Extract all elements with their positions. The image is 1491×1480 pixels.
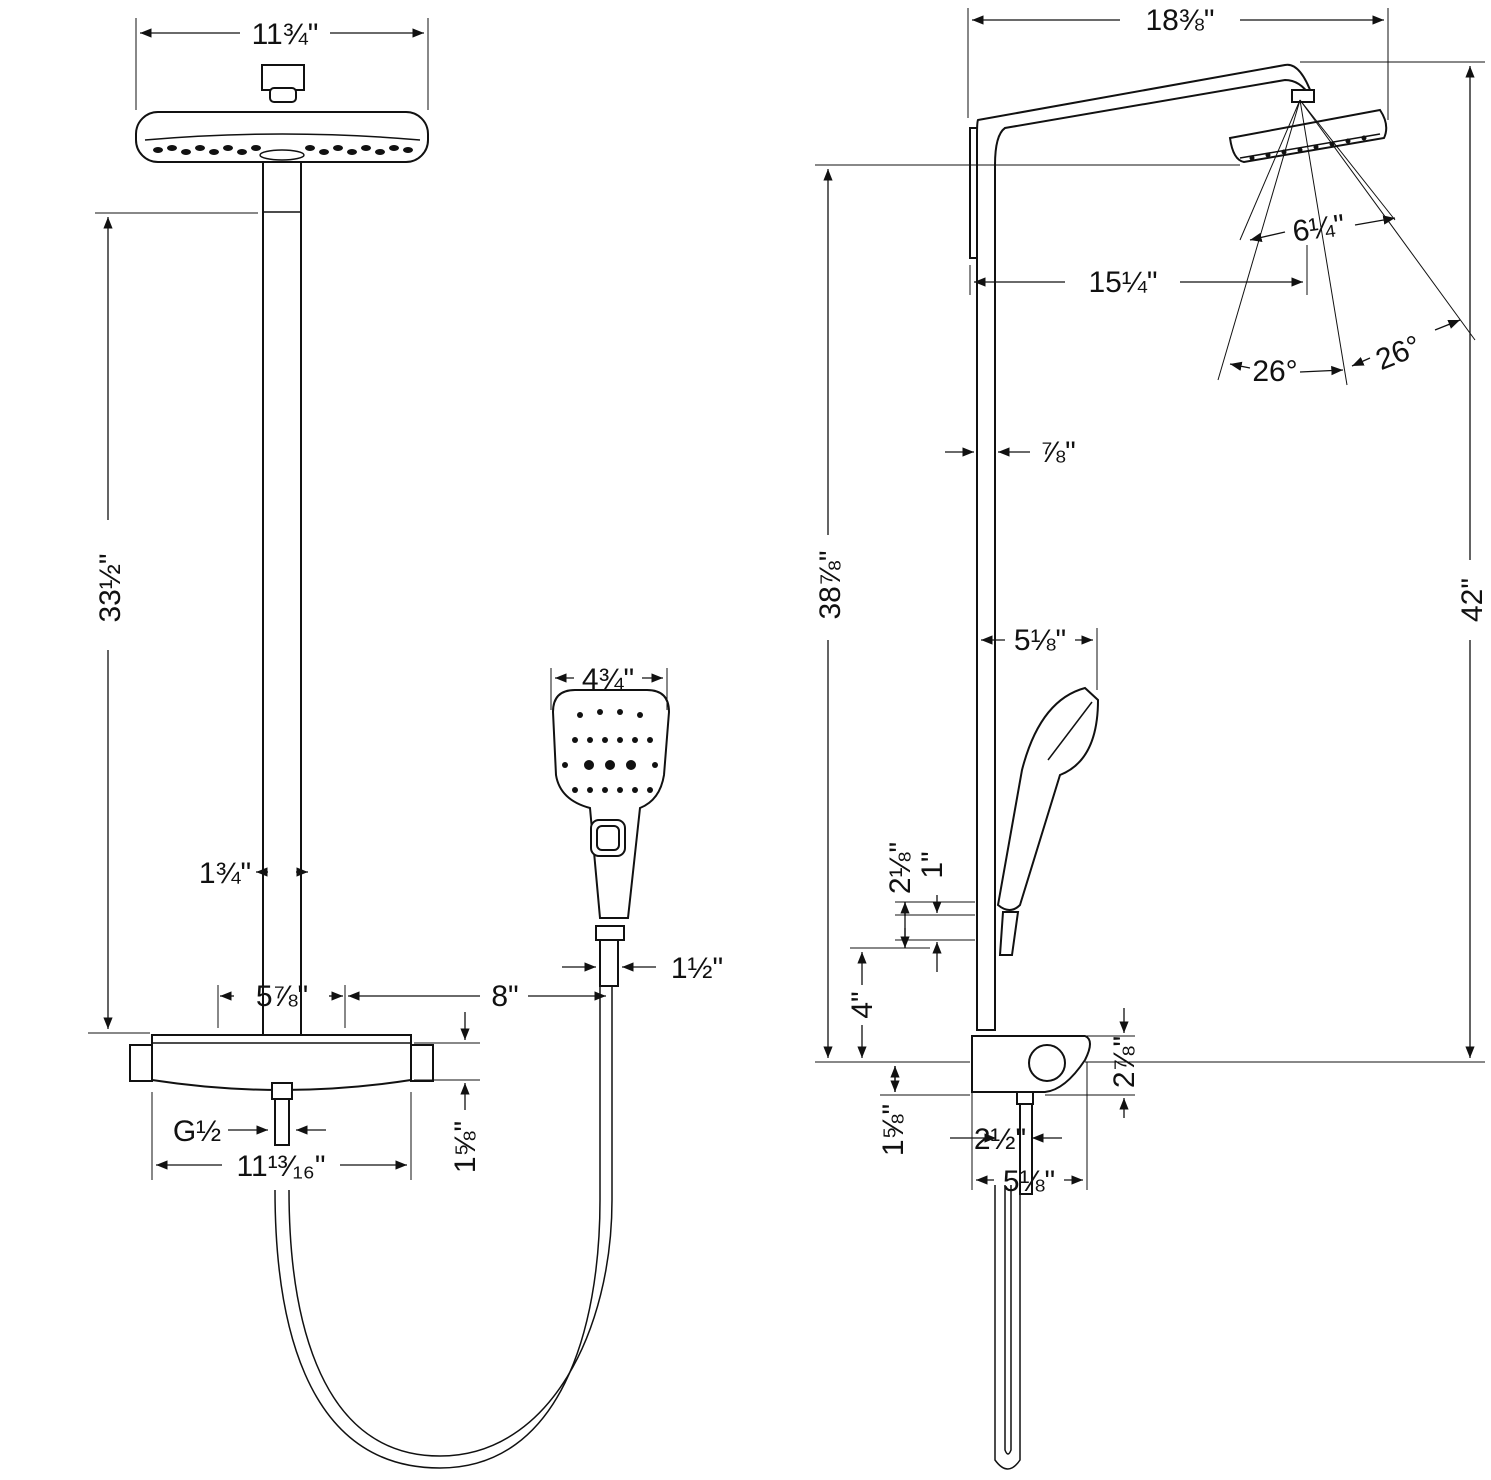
- dim-arm-projection: 18⅜": [1145, 4, 1214, 37]
- dim-riser-diameter: ⅞": [1040, 436, 1076, 469]
- dim-riser-length: 33½": [94, 553, 127, 622]
- dim-valve-height: 2⅞": [1108, 1036, 1141, 1088]
- dim-thread-size: G½: [173, 1115, 221, 1148]
- dim-head-width: 11¾": [252, 18, 319, 51]
- dim-pipe-width: 1¾": [199, 857, 251, 890]
- dim-hand-shower-projection: 5⅛": [1014, 624, 1066, 657]
- hand-shower-side: [996, 686, 1100, 956]
- dim-valve-depth: 5⅛": [1003, 1165, 1055, 1198]
- side-view: [815, 8, 1485, 1470]
- hand-shower-front: [551, 689, 671, 987]
- dim-hand-shower-width: 4¾": [582, 663, 634, 696]
- dim-spray-angle-left: 26°: [1252, 355, 1297, 388]
- hand-shower-nozzles: [562, 709, 658, 793]
- shower-hose: [274, 985, 601, 1469]
- dim-spray-angle-right: 26°: [1371, 329, 1425, 377]
- dim-holder-height: 2⅛": [884, 842, 917, 894]
- dim-bracket-width: 5⅞": [256, 980, 308, 1013]
- overhead-nozzles: [153, 145, 413, 161]
- overhead-shower-head: [135, 64, 429, 163]
- shower-arm: [976, 63, 1314, 1031]
- dimension-labels: 11¾" 33½" 1¾" 5⅞" 8" 4¾" 1½" 1⅝" G½ 11¹³…: [94, 4, 1489, 1198]
- side-hose: [994, 1185, 1021, 1470]
- dim-hand-holder-width: 1½": [671, 952, 723, 985]
- dim-outlet-drop: 1⅝": [877, 1104, 910, 1156]
- dim-overall-height: 42": [1456, 578, 1489, 622]
- side-valve-body: [971, 1035, 1091, 1195]
- dim-thermostat-height: 1⅝": [449, 1121, 482, 1173]
- dim-outlet-offset: 2½": [974, 1123, 1026, 1156]
- riser-pipe: [262, 161, 302, 1039]
- dim-thermostat-width: 11¹³⁄₁₆": [236, 1150, 325, 1183]
- dim-hand-shower-offset: 8": [491, 980, 518, 1013]
- dim-holder-offset: 1": [916, 851, 949, 878]
- dim-head-center-projection: 15¼": [1088, 266, 1157, 299]
- thermostat-mixer: [129, 1034, 434, 1146]
- side-shower-head: [1228, 89, 1388, 164]
- dim-head-diameter: 6¼": [1290, 209, 1346, 249]
- front-view: [88, 18, 671, 1469]
- dim-riser-height: 38⅞": [814, 550, 847, 619]
- dim-valve-to-holder: 4": [846, 991, 879, 1018]
